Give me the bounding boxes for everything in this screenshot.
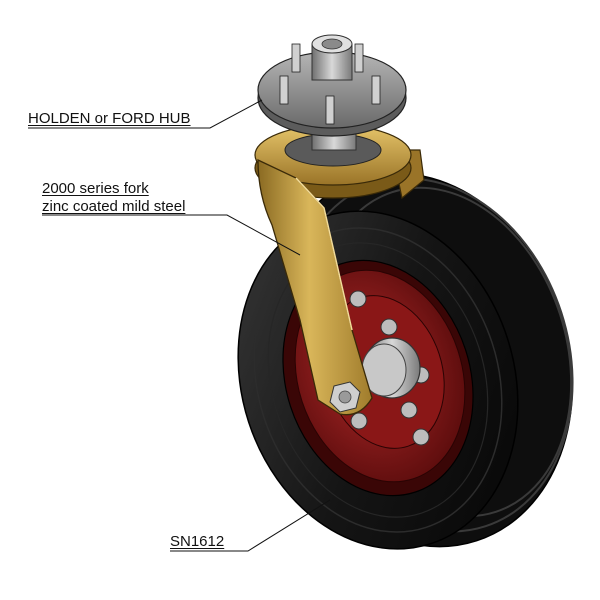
wheel-nut [349, 290, 367, 308]
fork-axle-nut [329, 381, 361, 413]
wheel-nuts [349, 290, 430, 446]
top-hub [257, 34, 407, 151]
fork-leg-edge [295, 177, 353, 331]
leader-hub [28, 99, 263, 129]
sidewall-ring-inner [267, 242, 489, 518]
label-fork-series: 2000 series fork [42, 180, 149, 197]
wheel-nut [380, 318, 398, 336]
wheel [237, 172, 574, 550]
label-wheel-model: SN1612 [170, 533, 225, 550]
fork [254, 124, 425, 416]
leader-wheel [170, 499, 331, 552]
hub-stud [279, 75, 289, 105]
hub-studs [279, 43, 381, 125]
label-hub: HOLDEN or FORD HUB [28, 110, 191, 127]
hub-stud [354, 43, 364, 73]
hub-boss-cap [321, 38, 343, 50]
hub-stud [291, 43, 301, 73]
label-fork-material: zinc coated mild steel [42, 198, 186, 215]
hub-stud [325, 95, 335, 125]
hub-stud [371, 75, 381, 105]
wheel-nut [412, 428, 430, 446]
wheel-nut [350, 412, 368, 430]
wheel-nut [400, 401, 418, 419]
leader-fork [42, 214, 301, 256]
fork-front-leg [257, 158, 373, 416]
leader-lines [28, 99, 331, 552]
